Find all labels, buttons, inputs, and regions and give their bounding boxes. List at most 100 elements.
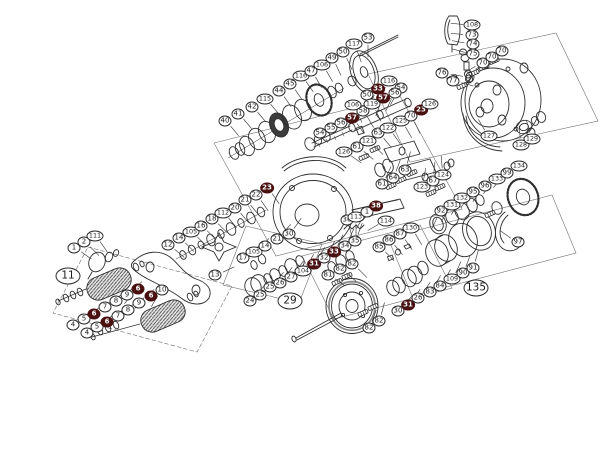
part-callout-5: 5 [77,313,91,325]
part-callout-6: 6 [100,316,114,328]
part-callout-53: 53 [361,32,375,44]
part-callout-57: 57 [345,112,359,124]
part-callout-30: 30 [391,305,405,317]
part-callout-105: 105 [182,226,200,238]
part-callout-7: 7 [111,310,125,322]
part-callout-132: 132 [453,192,471,204]
part-callout-81: 81 [321,269,335,281]
part-callout-2: 2 [77,236,91,248]
part-callout-26: 26 [273,277,287,289]
part-callout-30: 30 [282,228,296,240]
assembly-group-135: 135 [463,279,489,297]
part-callout-42: 42 [245,101,259,113]
part-callout-82: 82 [362,322,376,334]
part-callout-70: 70 [485,51,499,63]
part-callout-82: 82 [333,263,347,275]
spool-art [291,211,496,343]
part-callout-6: 6 [131,283,145,295]
part-callout-128: 128 [512,139,530,151]
part-callout-112: 112 [214,207,232,219]
part-callout-6: 6 [144,290,158,302]
part-callout-90: 90 [456,267,470,279]
part-callout-109: 109 [443,273,461,285]
part-callout-75: 75 [466,48,480,60]
part-callout-106: 106 [344,99,362,111]
part-callout-21: 21 [238,194,252,206]
part-callout-35: 35 [348,235,362,247]
part-callout-8: 8 [121,304,135,316]
part-callout-96: 96 [478,180,492,192]
part-callout-122: 122 [379,122,397,134]
spool-shaft-chain-art [175,206,267,270]
rod-clamp-art [444,15,473,84]
part-callout-92: 92 [434,205,448,217]
assembly-group-11: 11 [55,267,81,285]
part-callout-114: 114 [377,215,395,227]
part-callout-61: 61 [375,178,389,190]
part-callout-49: 49 [325,52,339,64]
part-callout-4: 4 [66,319,80,331]
part-callout-64: 64 [386,172,400,184]
part-callout-6: 6 [87,308,101,320]
part-callout-4: 4 [80,327,94,339]
part-callout-77: 77 [446,75,460,87]
part-callout-9: 9 [132,297,146,309]
part-callout-58: 58 [356,105,370,117]
antireverse-gear-art [429,177,540,252]
part-callout-131: 131 [443,199,461,211]
part-callout-26: 26 [411,292,425,304]
part-callout-70: 70 [404,110,418,122]
part-callout-56: 56 [334,117,348,129]
part-callout-55: 55 [324,122,338,134]
part-callout-130: 130 [402,222,420,234]
part-callout-129: 129 [523,133,541,145]
part-callout-91: 91 [466,262,480,274]
part-callout-84: 84 [433,280,447,292]
part-callout-47: 47 [304,65,318,77]
part-callout-85: 85 [372,241,386,253]
part-callout-54: 54 [313,127,327,139]
part-callout-32: 32 [317,252,331,264]
part-callout-10: 10 [155,284,169,296]
part-callout-24: 24 [243,295,257,307]
part-callout-99: 99 [500,167,514,179]
part-callout-14: 14 [172,232,186,244]
part-callout-126: 126 [335,146,353,158]
part-callout-27: 27 [284,271,298,283]
part-callout-1: 1 [67,242,81,254]
part-callout-17: 17 [236,252,250,264]
part-callout-111: 111 [86,230,104,242]
part-callout-1: 1 [360,206,374,218]
handle-assembly-art [55,249,211,341]
part-callout-33: 33 [327,246,341,258]
part-callout-70: 70 [495,45,509,57]
part-callout-119: 119 [363,98,381,110]
part-callout-117: 117 [345,38,363,50]
drive-gear-drag-stack-art [227,34,399,160]
part-callout-45: 45 [283,78,297,90]
part-callout-20: 20 [228,202,242,214]
part-callout-14: 14 [258,240,272,252]
part-callout-25: 25 [253,289,267,301]
assembly-group-29: 29 [277,292,303,310]
part-callout-124: 124 [434,169,452,181]
part-callout-97: 97 [511,236,525,248]
part-callout-50: 50 [336,46,350,58]
part-callout-134: 134 [510,160,528,172]
part-callout-7: 7 [98,301,112,313]
group-boundary-boxes [52,32,599,353]
part-callout-63: 63 [398,164,412,176]
part-callout-67: 67 [426,175,440,187]
part-callout-31: 31 [307,258,321,270]
part-callout-44: 44 [272,85,286,97]
part-callout-116: 116 [380,75,398,87]
part-callout-38: 38 [369,200,383,212]
part-callout-121: 121 [359,135,377,147]
part-callout-8: 8 [109,295,123,307]
part-callout-16: 16 [194,220,208,232]
part-callout-123: 123 [413,181,431,193]
part-callout-41: 41 [231,108,245,120]
part-callout-23: 23 [414,104,428,116]
